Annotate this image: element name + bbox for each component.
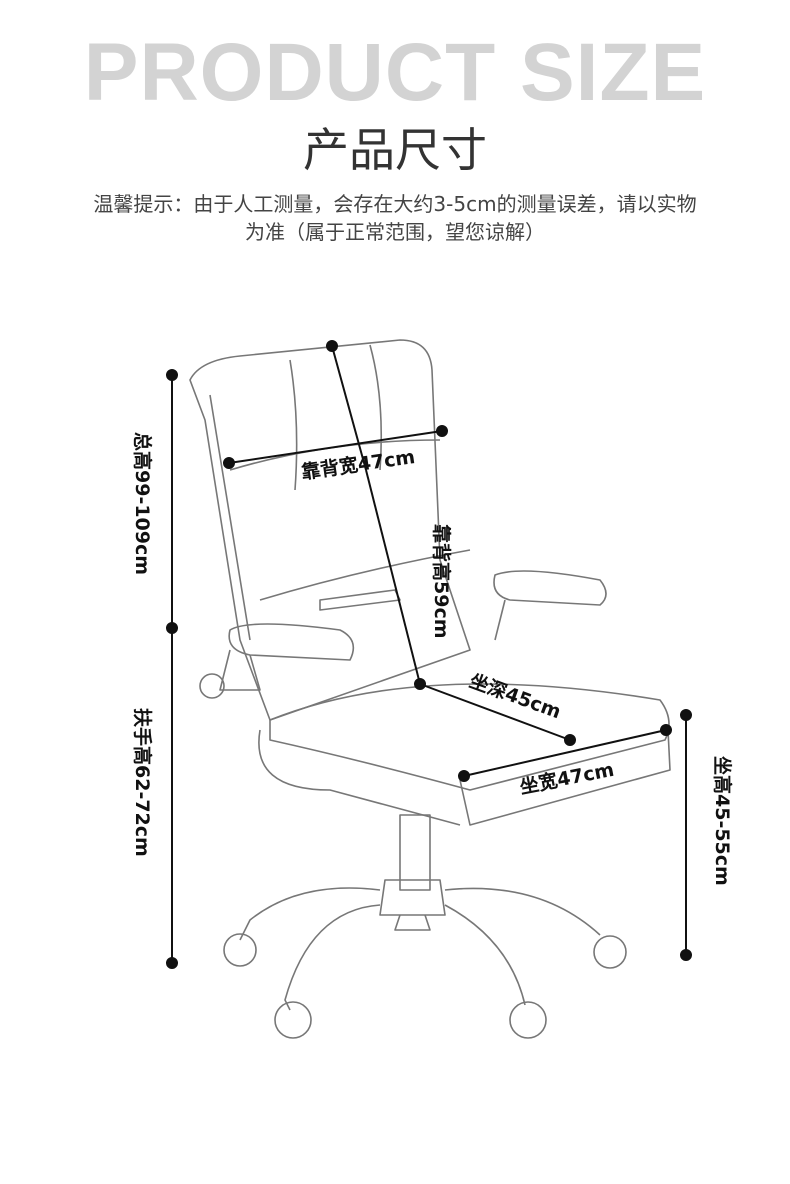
total-height-label: 总高99-109cm (131, 432, 153, 576)
backrest-width-line (228, 430, 443, 464)
backrest-height-label: 靠背高59cm (430, 524, 452, 639)
backrest-top-line (331, 345, 367, 471)
dimension-lines (166, 340, 692, 969)
seat-height-label: 坐高45-55cm (711, 756, 733, 886)
chair-outline (189, 339, 671, 1039)
measurement-note: 温馨提示：由于人工测量，会存在大约3-5cm的测量误差，请以实物 为准（属于正常… (30, 190, 760, 246)
page-title: 产品尺寸 (303, 123, 487, 177)
note-line-1: 温馨提示：由于人工测量，会存在大约3-5cm的测量误差，请以实物 (93, 192, 697, 216)
seat-width-line (463, 729, 667, 777)
seat-depth-line (419, 683, 571, 741)
background-title: PRODUCT SIZE (83, 27, 707, 118)
armrest-height-label: 扶手高62-72cm (131, 708, 153, 857)
backrest-height-line (365, 469, 421, 685)
note-line-2: 为准（属于正常范围，望您谅解） (245, 220, 545, 244)
